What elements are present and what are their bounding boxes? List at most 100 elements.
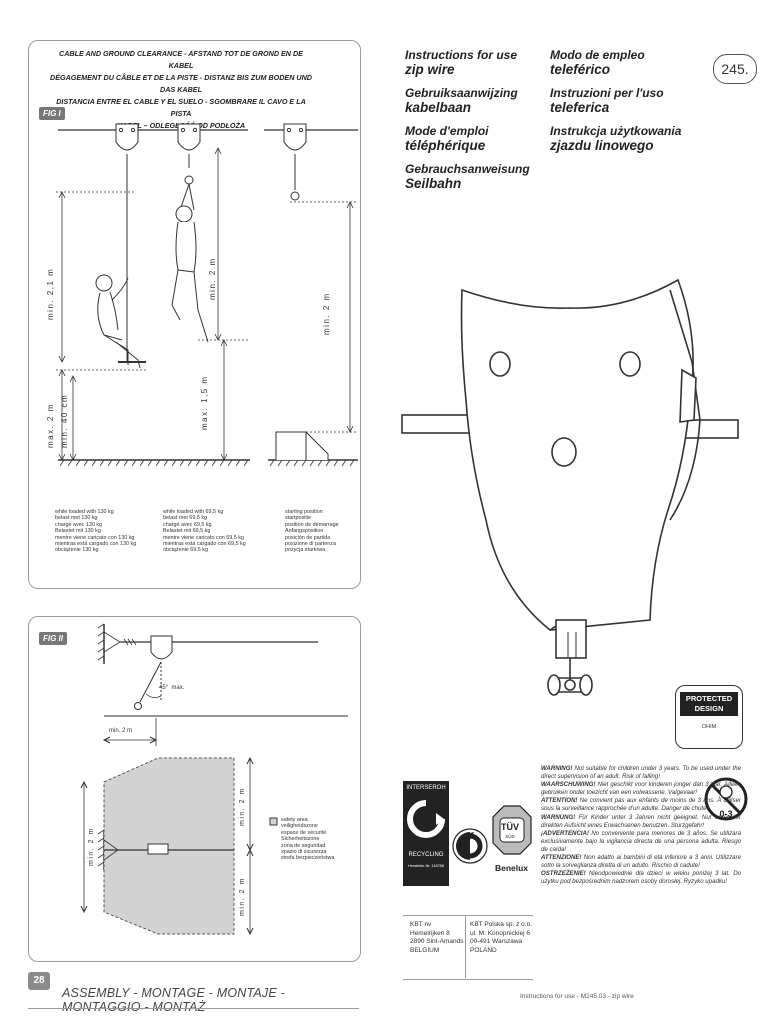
title-name: zip wire	[405, 62, 455, 77]
caption-line: mentre viene caricato con 69,5 kg	[163, 534, 244, 541]
warning-body: Für Kinder unter 3 Jahren nicht geeignet…	[541, 813, 741, 829]
warning-item: OSTRZEŻENIE! Nieodpowiednie dla dzieci w…	[541, 870, 741, 885]
trolley-1	[115, 123, 139, 151]
address-line: POLAND	[470, 946, 497, 954]
protected-design-logo: PROTECTED DESIGN OHIM	[675, 685, 743, 749]
warning-body: Ne convient pas aux enfants de moins de …	[541, 797, 741, 813]
dim-min2a: min. 2 m	[208, 257, 217, 300]
legend-line: Sicherheitszone	[281, 836, 320, 843]
title-lang: Gebrauchsanweisung	[405, 162, 530, 176]
caption-line: posizione di partenza	[285, 541, 336, 548]
caption-line: belast met 130 kg	[55, 515, 98, 522]
dim-max15: max. 1,5 m	[200, 375, 209, 430]
safety-area	[103, 757, 235, 935]
caption-130kg: while loaded with 130 kg belast met 130 …	[55, 509, 136, 554]
caption-line: starting position	[285, 509, 323, 515]
caption-line: posición de partida	[285, 534, 331, 541]
tuv-top: TÜV	[501, 822, 519, 832]
caption-line: while loaded with 130 kg	[55, 509, 114, 515]
title-lang: Instrukcja użytkowania	[550, 124, 682, 138]
caption-line: obciążenie 69,5 kg	[163, 547, 208, 554]
caption-line: pozycja startowa	[285, 547, 326, 554]
title-name: zjazdu linowego	[550, 138, 654, 153]
caption-line: mientras está cargado con 69,5 kg	[163, 541, 246, 548]
protected-line1: PROTECTED	[685, 694, 733, 703]
address-line: ul. M. Konopnickiej 6	[470, 929, 530, 937]
dim-min40: min. 40 cm	[60, 393, 69, 448]
bottom-note: Instructions for use - M245.03 - zip wir…	[520, 993, 634, 1000]
tuv-logo: TÜV SÜD Benelux	[489, 804, 534, 890]
title-name: téléphérique	[405, 138, 486, 153]
warning-item: ATTENZIONE! Non adatto ai bambini di età…	[541, 854, 741, 869]
dim-min21: min. 2,1 m	[46, 267, 55, 320]
caption-line: Belastet mit 130 kg	[55, 528, 101, 535]
legend-line: zona de seguridad	[281, 842, 326, 849]
address-divider	[465, 915, 466, 978]
caption-line: obciążenie 130 kg	[55, 547, 99, 554]
address-line: Hemelrijken 8	[410, 929, 450, 937]
title-item: Gebrauchsanweisung Seilbahn	[405, 162, 545, 192]
caption-line: belast met 69,5 kg	[163, 515, 208, 522]
warning-item: WARNUNG! Für Kinder unter 3 Jahren nicht…	[541, 814, 741, 829]
dim-min2b: min. 2 m	[322, 292, 331, 335]
trolley	[150, 635, 173, 660]
warning-label: ATTENZIONE!	[541, 854, 582, 862]
legend-line: espace de sécurité	[281, 829, 327, 836]
fig2-right-min2a: min. 2 m	[239, 787, 246, 826]
age-badge: 0-3	[719, 809, 733, 819]
warning-body: Niet geschikt voor kinderen jonger dan 3…	[541, 781, 741, 797]
address-line: 2890 Sint-Amands	[410, 938, 464, 945]
warning-item: ¡ADVERTENCIA! No conveniente para menore…	[541, 830, 741, 853]
warning-label: WARNUNG!	[541, 813, 576, 821]
title-item: Modo de empleo teleférico	[550, 48, 700, 78]
age-warning-icon	[704, 777, 748, 821]
fig2-side-min2: min. 2 m	[88, 827, 95, 866]
interseroh-logo: INTERSEROH RECYCLING Hersteller-Nr. 1187…	[403, 781, 449, 886]
caption-line: Belastet mit 69,5 kg	[163, 528, 211, 535]
footer-bar: 28 ASSEMBLY - MONTAGE - MONTAJE - MONTAG…	[28, 972, 359, 1014]
title-item: Instruzioni per l'uso teleferica	[550, 86, 700, 116]
caption-line: Anfangsposition	[285, 528, 324, 535]
person-sitting	[95, 274, 146, 369]
angle-max: max.	[171, 685, 185, 691]
caption-line: startpositie	[285, 515, 312, 522]
titles-col2: Modo de empleo teleférico Instruzioni pe…	[550, 48, 700, 154]
address-belgium: KBT nv Hemelrijken 8 2890 Sint-Amands BE…	[410, 921, 463, 955]
warning-item: ATTENTION! Ne convient pas aux enfants d…	[541, 797, 741, 812]
legend-line: veiligheidszone	[281, 823, 318, 830]
title-lang: Gebruiksaanwijzing	[405, 86, 518, 100]
address-line: BELGIUM	[410, 946, 440, 954]
title-name: kabelbaan	[405, 100, 472, 115]
caption-69kg: while loaded with 69,5 kg belast met 69,…	[163, 509, 246, 554]
caption-line: chargé avec 69,5 kg	[163, 521, 212, 528]
warning-text: WARNING! Not suitable for children under…	[541, 765, 741, 886]
trolley-3	[283, 123, 307, 151]
legend-line: spazio di sicurezza	[281, 849, 327, 856]
fig1-header-line: DÉGAGEMENT DU CÂBLE ET DE LA PISTE - DIS…	[50, 73, 312, 94]
angle-label: 45° max.	[159, 685, 184, 691]
legend-line: safety area	[281, 817, 308, 823]
caption-line: mientras está cargado con 130 kg	[55, 541, 137, 548]
trolley-top-view	[147, 843, 169, 855]
page-number: 28	[28, 972, 50, 990]
product-number-badge: 245.	[713, 54, 757, 84]
title-name: teleferica	[550, 100, 610, 115]
title-lang: Instructions for use	[405, 48, 518, 62]
legend-line: strefa bezpieczeństwa	[281, 855, 335, 862]
trolley-2	[177, 123, 201, 151]
warning-label: ¡ADVERTENCIA!	[541, 829, 589, 837]
interseroh-bottom: Hersteller-Nr. 118788	[408, 864, 444, 868]
title-name: teleférico	[550, 62, 611, 77]
starting-step	[275, 431, 329, 460]
title-lang: Instruzioni per l'uso	[550, 86, 664, 100]
fig1-diagram	[56, 123, 358, 467]
address-line: KBT Polska sp. z o.o.	[470, 921, 533, 928]
warning-label: WAARSCHUWING!	[541, 781, 596, 789]
warning-body: Nieodpowiednie dla dzieci w wieku poniże…	[541, 870, 741, 886]
trolley-product-drawing	[401, 278, 739, 696]
title-item: Mode d'emploi téléphérique	[405, 124, 545, 154]
title-lang: Modo de empleo	[550, 48, 645, 62]
legend-swatch	[269, 817, 278, 826]
caption-line: chargé avec 130 kg	[55, 521, 103, 528]
footer-rule	[28, 1008, 359, 1009]
